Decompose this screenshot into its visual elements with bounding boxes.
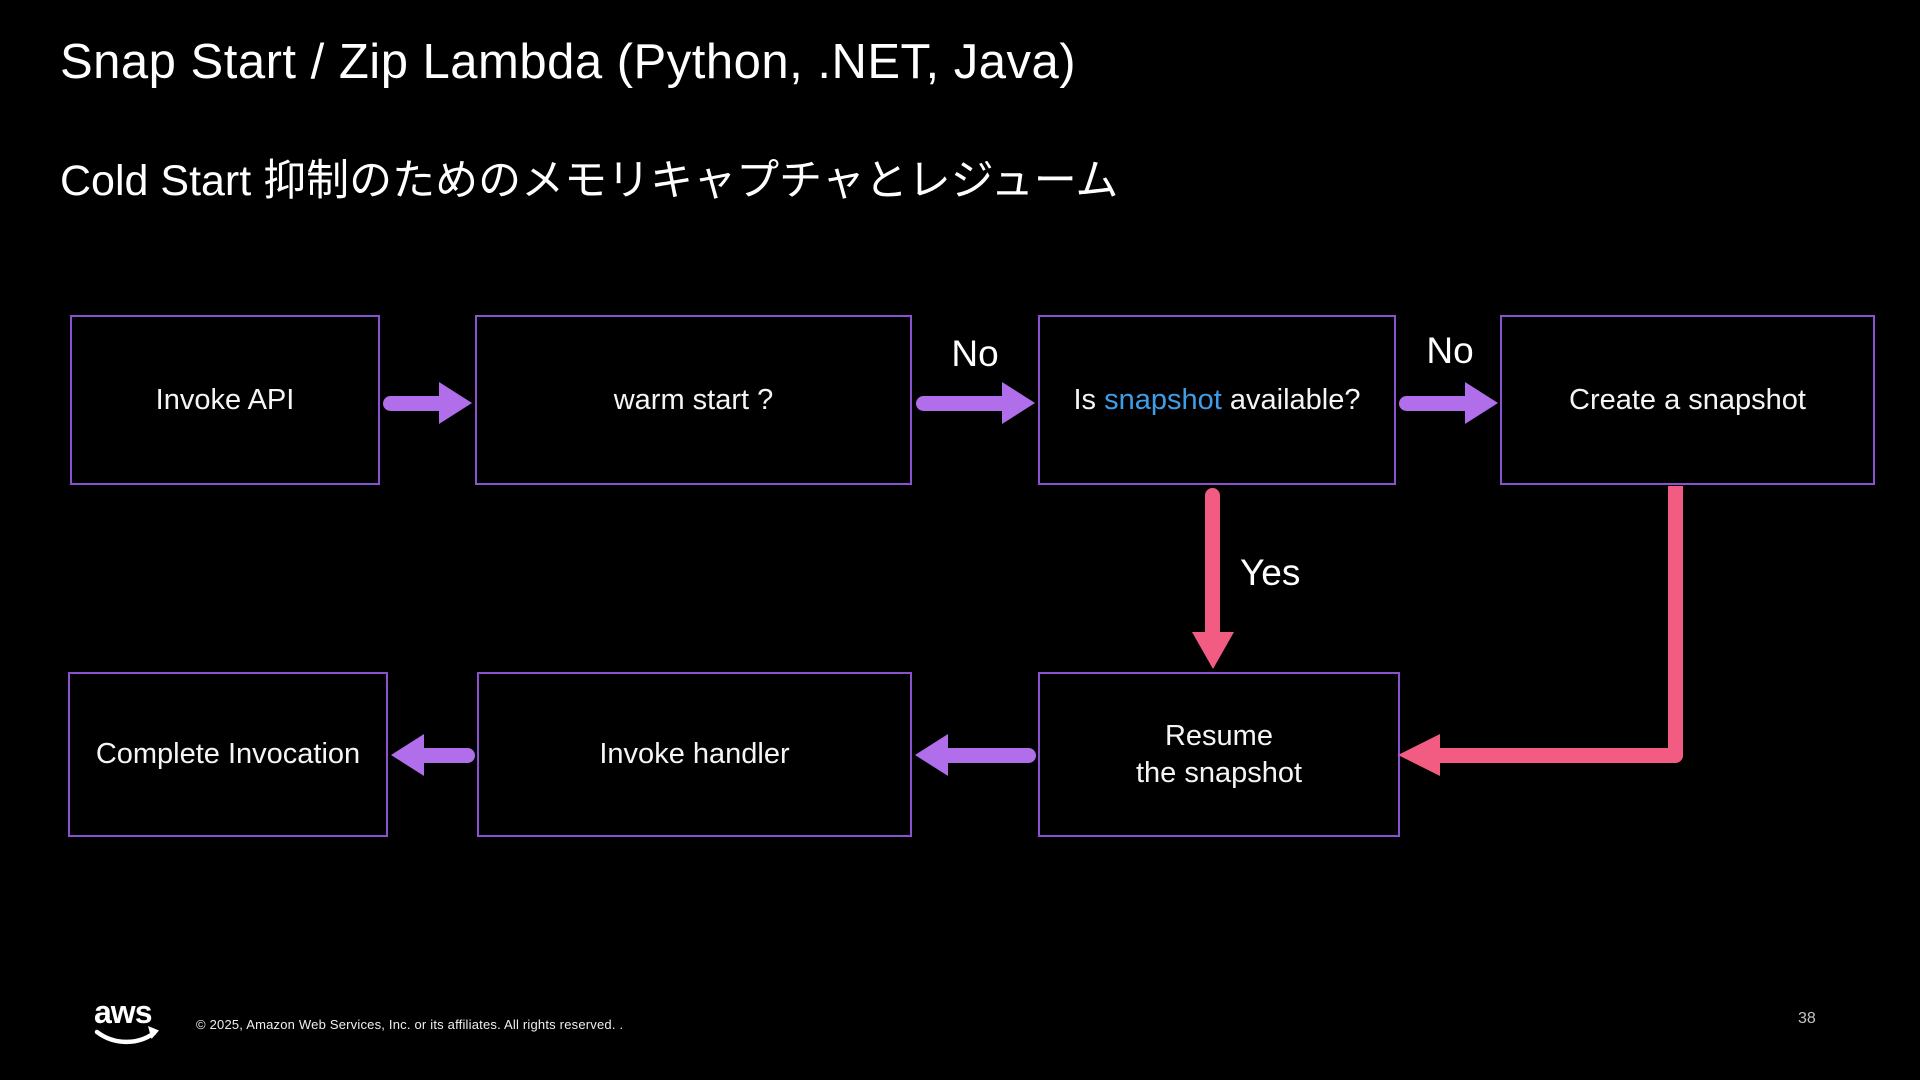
arrow-shaft (1399, 396, 1468, 411)
is-snapshot-prefix: Is (1073, 383, 1105, 416)
node-complete-invocation-label: Complete Invocation (95, 738, 361, 771)
arrow-shaft (383, 396, 442, 411)
arrow-vertical-segment (1668, 486, 1683, 762)
copyright-text: © 2025, Amazon Web Services, Inc. or its… (196, 1017, 624, 1032)
node-invoke-handler-label: Invoke handler (599, 738, 790, 771)
arrow-head (1398, 734, 1440, 776)
node-is-snapshot-label: Is snapshot available? (1074, 382, 1361, 418)
arrow-shaft (421, 748, 475, 763)
arrow-horizontal-segment (1438, 748, 1683, 763)
arrow-resume-to-invoke-handler-icon (915, 734, 1036, 776)
is-snapshot-highlight: snapshot (1104, 383, 1222, 416)
arrow-shaft (945, 748, 1036, 763)
arrow-is-snapshot-to-create-snapshot-icon (1399, 382, 1498, 424)
arrow-warm-start-to-is-snapshot-icon (916, 382, 1035, 424)
node-warm-start-label: warm start ? (613, 383, 774, 416)
edge-label-no-2: No (1426, 330, 1474, 371)
resume-line1: Resume (1164, 720, 1273, 753)
node-invoke-handler: Invoke handler (477, 672, 912, 837)
page-number: 38 (1798, 1010, 1816, 1027)
is-snapshot-suffix: available? (1221, 383, 1361, 416)
edge-label-yes: Yes (1240, 552, 1301, 593)
slide-title: Snap Start / Zip Lambda (Python, .NET, J… (60, 35, 1077, 89)
node-warm-start: warm start ? (475, 315, 912, 485)
arrow-head (915, 734, 948, 776)
node-is-snapshot-available: Is snapshot available? (1038, 315, 1396, 485)
arrow-head (1002, 382, 1035, 424)
arrow-head (1192, 632, 1234, 669)
arrow-shaft (916, 396, 1005, 411)
arrow-invoke-api-to-warm-start-icon (383, 382, 472, 424)
edge-label-no-1: No (951, 333, 999, 374)
arrow-invoke-handler-to-complete-icon (391, 734, 475, 776)
arrow-head (439, 382, 472, 424)
node-invoke-api-label: Invoke API (155, 383, 295, 416)
node-resume-snapshot-label: Resume the snapshot (1136, 718, 1302, 791)
aws-logo-icon: aws (94, 994, 159, 1045)
node-resume-snapshot: Resume the snapshot (1038, 672, 1400, 837)
arrow-shaft (1205, 488, 1220, 636)
node-complete-invocation: Complete Invocation (68, 672, 388, 837)
node-create-snapshot: Create a snapshot (1500, 315, 1875, 485)
arrow-head (1465, 382, 1498, 424)
node-create-snapshot-label: Create a snapshot (1569, 383, 1806, 416)
svg-text:aws: aws (94, 994, 152, 1030)
resume-line2: the snapshot (1135, 756, 1303, 789)
arrow-head (391, 734, 424, 776)
slide-subtitle: Cold Start 抑制のためのメモリキャプチャとレジューム (60, 157, 1119, 205)
node-invoke-api: Invoke API (70, 315, 380, 485)
